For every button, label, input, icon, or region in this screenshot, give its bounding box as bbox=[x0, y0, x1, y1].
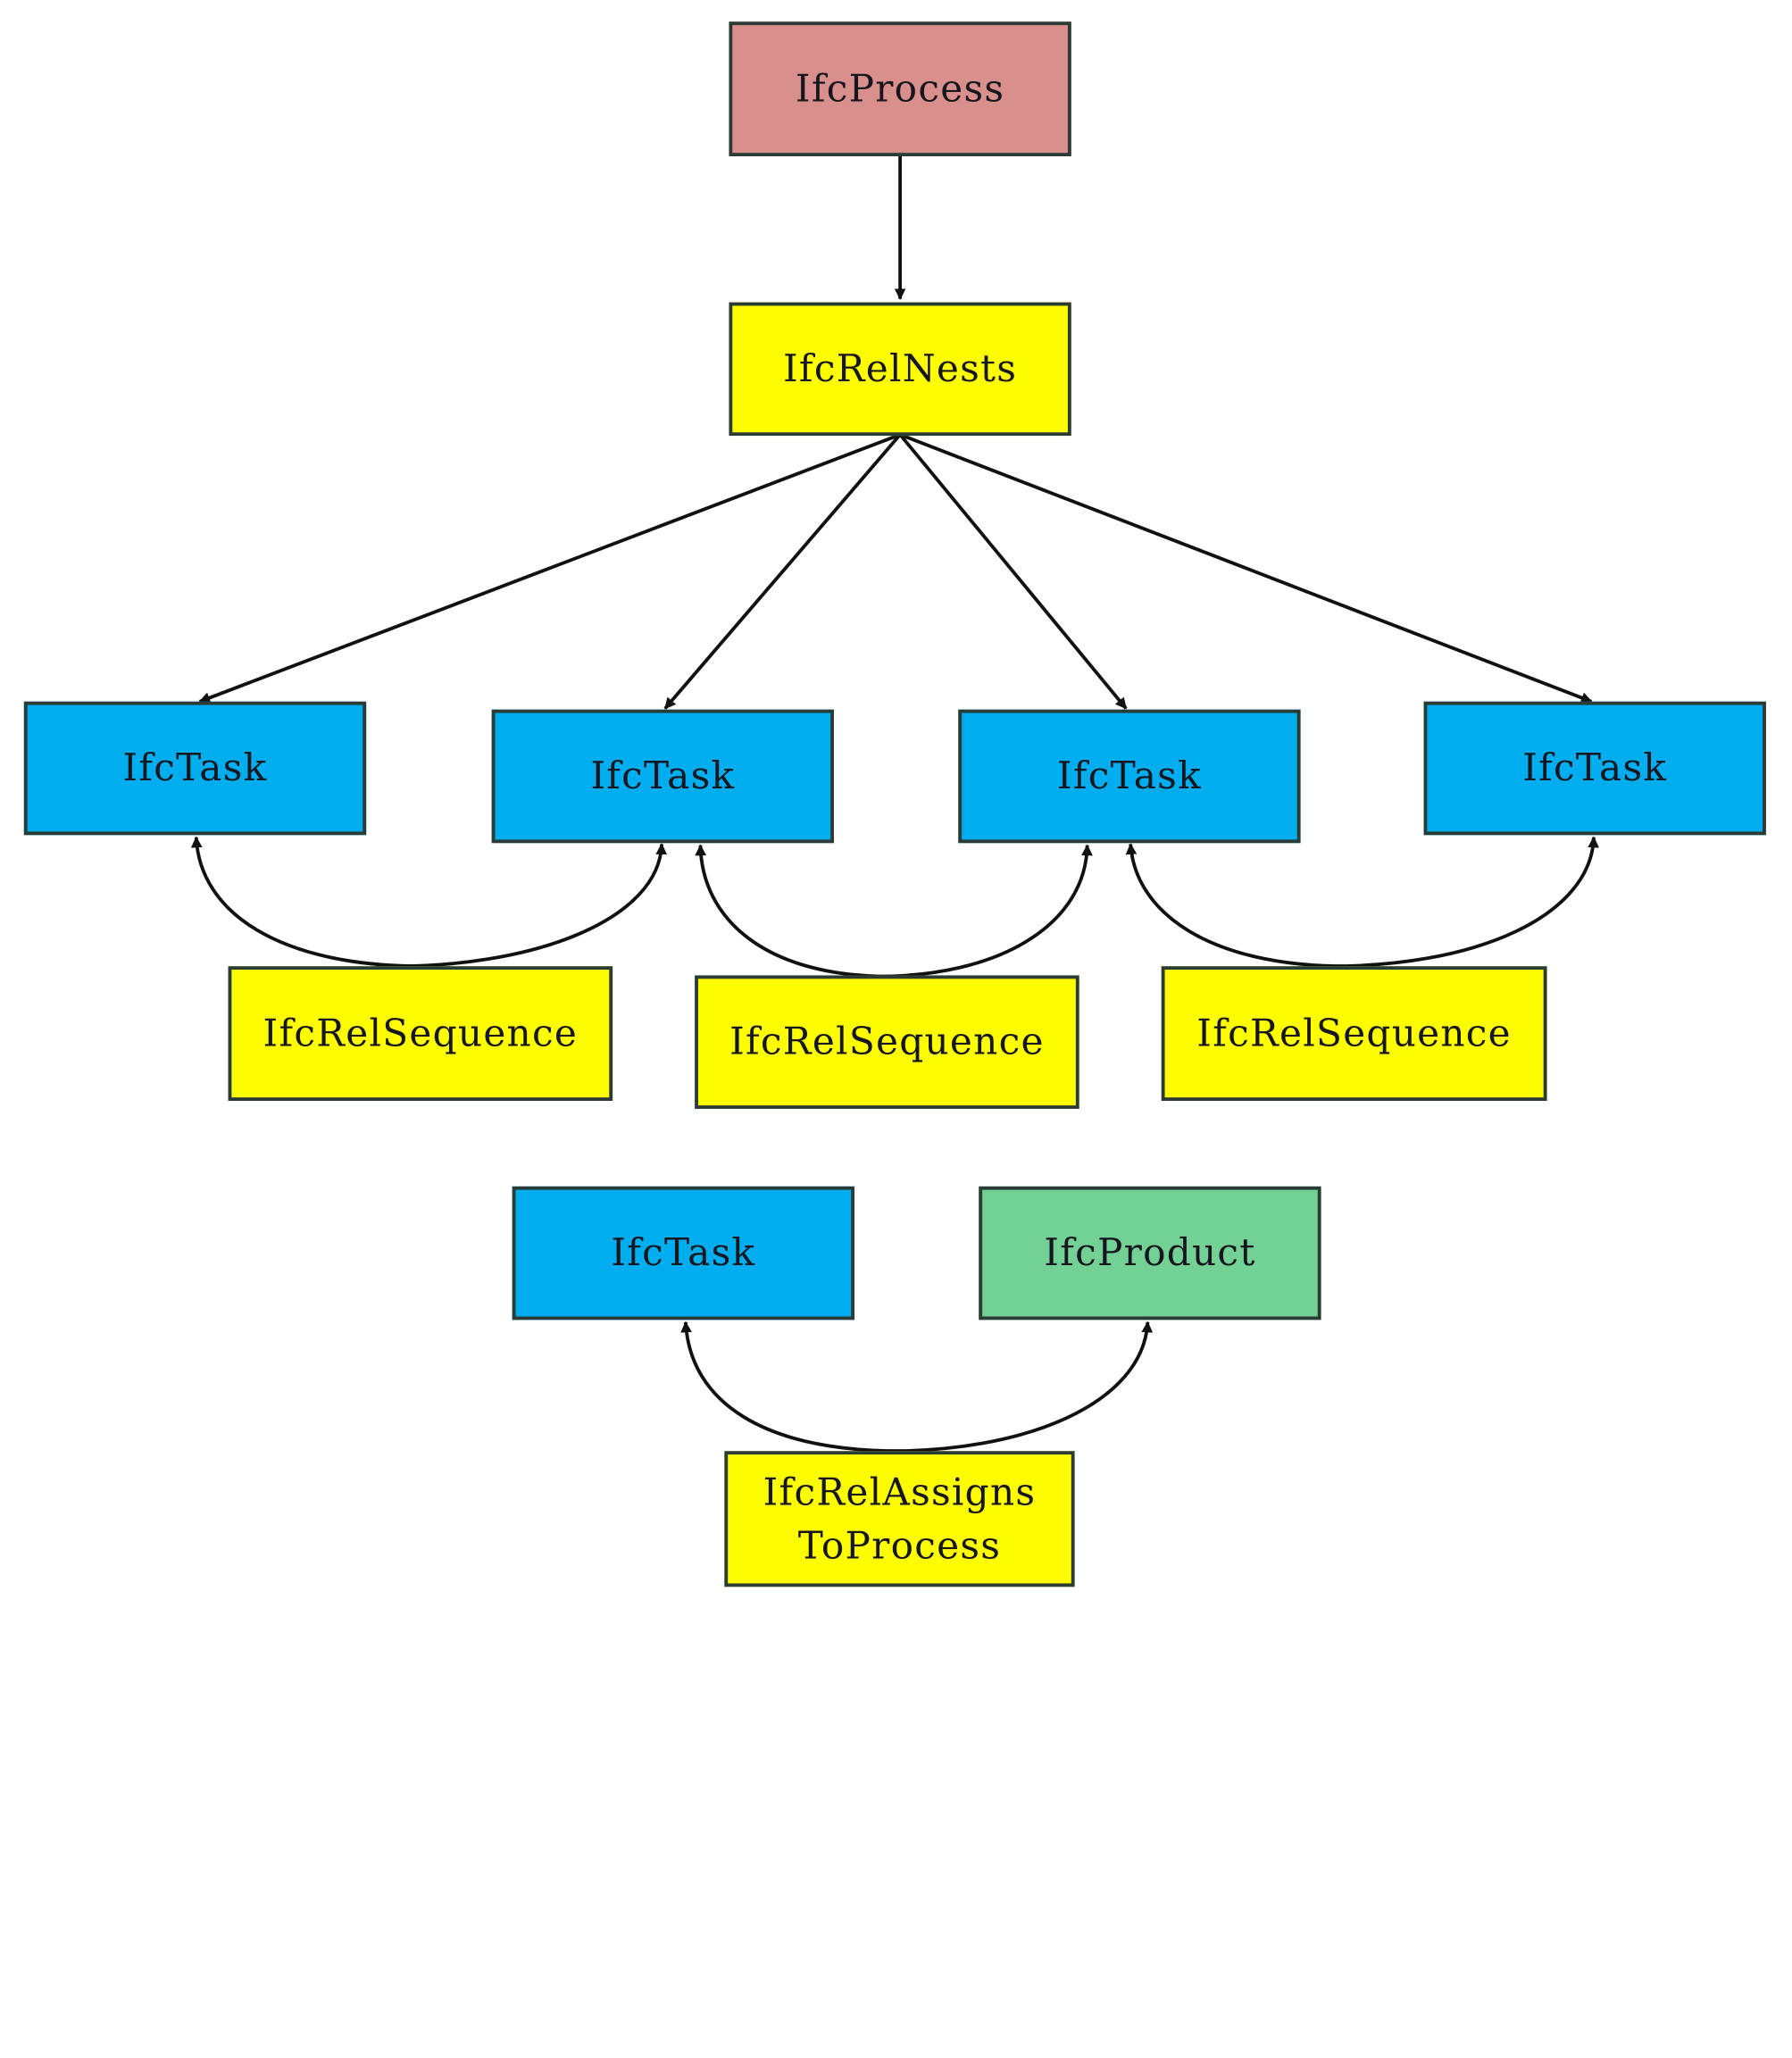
ifc-rel-sequence-label: IfcRelSequence bbox=[729, 1019, 1045, 1064]
edge-sequence-arc-3b bbox=[1312, 836, 1599, 969]
edge-sequence-arc-3 bbox=[1125, 843, 1346, 969]
ifc-rel-nests-label: IfcRelNests bbox=[783, 346, 1018, 391]
ifc-task-label: IfcTask bbox=[122, 745, 268, 790]
ifc-rel-sequence-label: IfcRelSequence bbox=[263, 1010, 579, 1055]
ifc-task-label: IfcTask bbox=[1056, 753, 1202, 798]
edge-assigns-arc-task bbox=[680, 1321, 902, 1454]
ifc-task-node-4: IfcTask bbox=[1423, 701, 1766, 836]
edge-sequence-arc-2b bbox=[867, 844, 1093, 979]
ifc-task-node-1: IfcTask bbox=[23, 701, 367, 836]
edge-relnests-to-task-4 bbox=[899, 433, 1593, 704]
ifc-rel-sequence-node-1: IfcRelSequence bbox=[228, 966, 613, 1101]
ifc-rel-assigns-to-process-node: IfcRelAssigns ToProcess bbox=[724, 1451, 1075, 1587]
ifc-rel-nests-node: IfcRelNests bbox=[729, 302, 1071, 437]
edge-assigns-arc-product bbox=[878, 1321, 1154, 1454]
ifc-product-node: IfcProduct bbox=[979, 1186, 1321, 1321]
ifc-task-node-bottom: IfcTask bbox=[512, 1186, 854, 1321]
ifc-rel-assigns-label-line-2: ToProcess bbox=[797, 1522, 1002, 1567]
ifc-task-label: IfcTask bbox=[611, 1229, 756, 1275]
ifc-rel-sequence-node-3: IfcRelSequence bbox=[1161, 966, 1547, 1101]
edge-sequence-arc-1b bbox=[376, 843, 668, 969]
ifc-task-label: IfcTask bbox=[1522, 745, 1668, 790]
diagram-edges bbox=[190, 154, 1599, 1454]
ifc-task-node-2: IfcTask bbox=[491, 709, 834, 844]
ifc-product-label: IfcProduct bbox=[1044, 1229, 1256, 1275]
ifc-process-label: IfcProcess bbox=[795, 65, 1005, 111]
edge-relnests-to-task-3 bbox=[898, 433, 1128, 710]
edge-sequence-arc-1 bbox=[190, 836, 422, 969]
ifc-rel-sequence-label: IfcRelSequence bbox=[1196, 1010, 1512, 1055]
ifc-rel-assigns-label-line-1: IfcRelAssigns bbox=[763, 1470, 1037, 1514]
edge-sequence-arc-2 bbox=[695, 844, 890, 979]
edge-relnests-to-task-1 bbox=[198, 433, 901, 704]
ifc-task-node-3: IfcTask bbox=[958, 709, 1301, 844]
ifc-task-label: IfcTask bbox=[590, 753, 736, 798]
edge-relnests-to-task-2 bbox=[663, 433, 902, 710]
ifc-process-node: IfcProcess bbox=[729, 21, 1071, 157]
ifc-rel-sequence-node-2: IfcRelSequence bbox=[695, 975, 1079, 1109]
